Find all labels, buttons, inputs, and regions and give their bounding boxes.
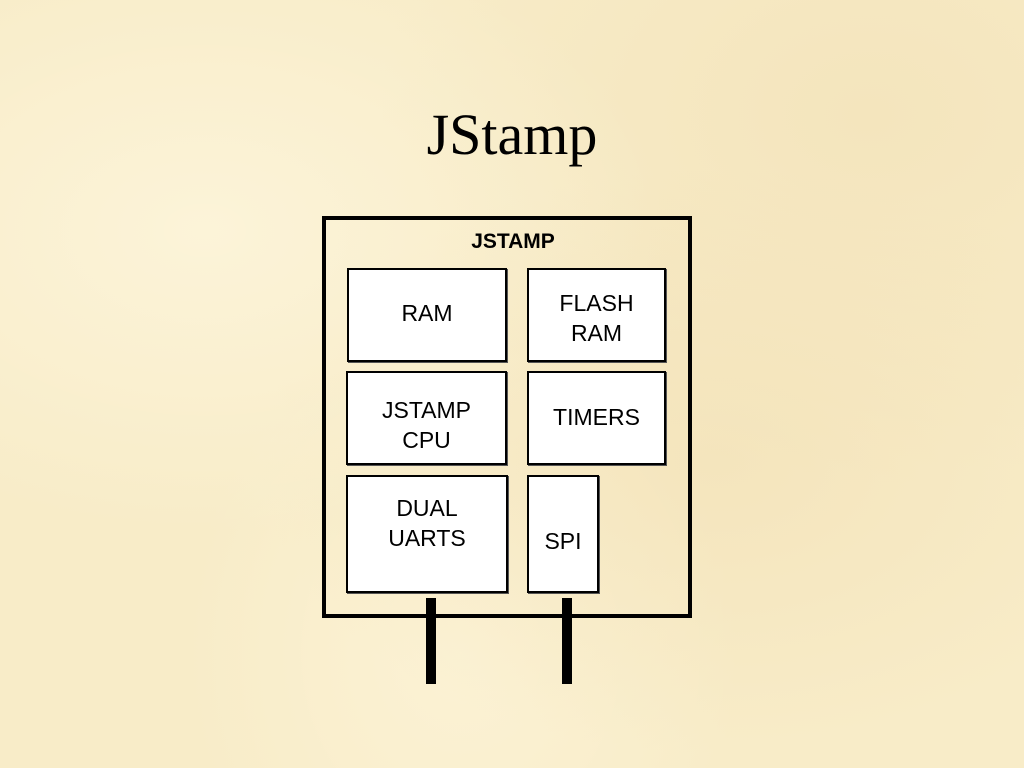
jstamp-cpu-label-line1: JSTAMP <box>381 397 472 423</box>
timers-label: TIMERS <box>553 404 640 430</box>
ram-block: RAM <box>347 268 507 362</box>
jstamp-cpu-label-line2: CPU <box>402 427 451 453</box>
spi-block: SPI <box>527 475 599 593</box>
dual-uarts-block: DUAL UARTS <box>346 475 508 593</box>
flash-ram-label-line1: FLASH <box>559 290 634 316</box>
spi-label: SPI <box>544 528 582 554</box>
dual-uarts-label-line2: UARTS <box>388 525 466 551</box>
jstamp-cpu-block: JSTAMP CPU <box>346 371 507 465</box>
timers-block: TIMERS <box>527 371 666 465</box>
ram-block-label: RAM <box>401 300 453 326</box>
jstamp-module-label: JSTAMP <box>471 230 555 253</box>
flash-ram-label-line2: RAM <box>570 320 623 346</box>
dual-uarts-label-line1: DUAL <box>396 495 458 521</box>
jstamp-module-outline <box>322 216 692 618</box>
uart-connector-line <box>426 598 436 684</box>
flash-ram-block: FLASH RAM <box>527 268 666 362</box>
slide-title: JStamp <box>426 102 598 167</box>
spi-connector-line <box>562 598 572 684</box>
